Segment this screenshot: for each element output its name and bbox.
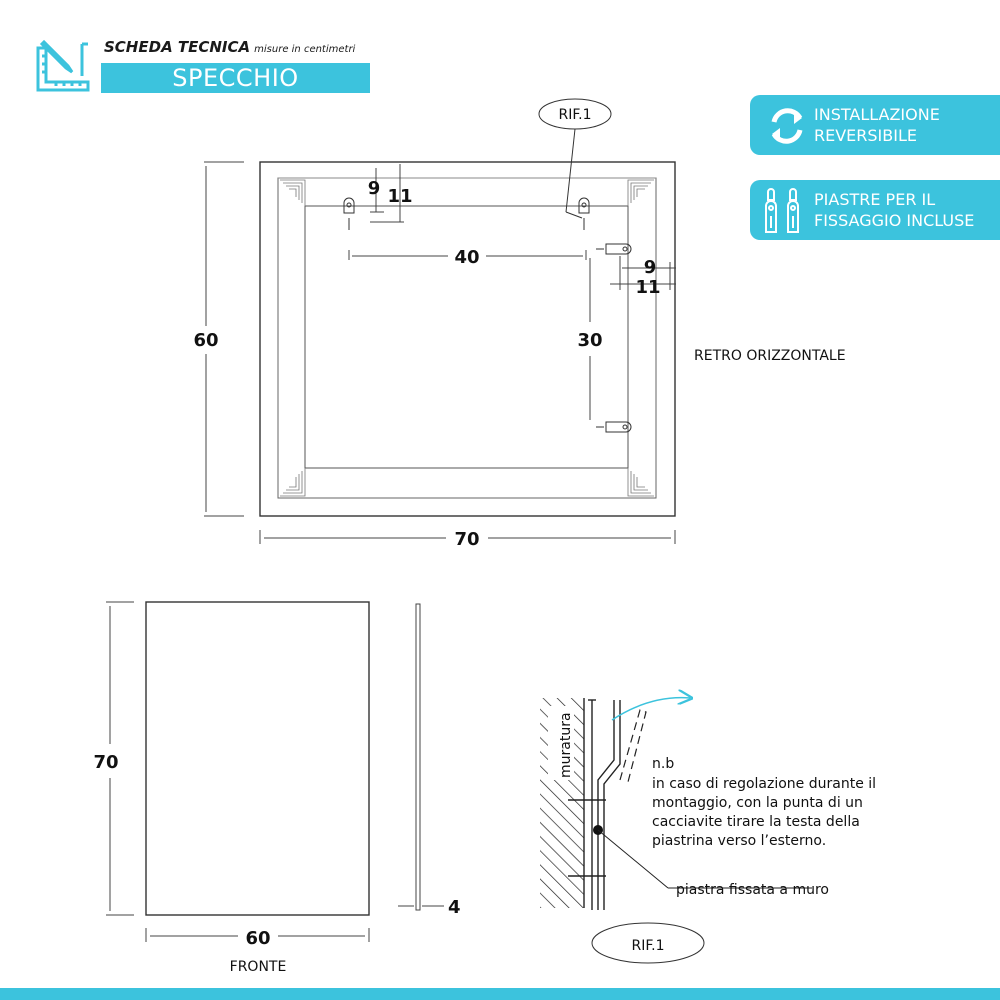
back-view-label: RETRO ORIZZONTALE [694,348,846,364]
wall-label: muratura [558,712,574,778]
front-depth-dim: 4 [448,897,461,918]
top-offset-b-dim: 11 [387,186,412,207]
product-name: SPECCHIO [172,64,299,92]
fixing-plates-icon [765,188,799,233]
note-line-3: cacciavite tirare la testa della [652,814,860,830]
badge-plates-line1: PIASTRE PER IL [814,190,936,209]
note-line-2: montaggio, con la punta di un [652,795,863,811]
badge-reversible-line2: REVERSIBILE [814,126,917,145]
badge-plates-line2: FISSAGGIO INCLUSE [814,211,975,230]
back-height-dim: 60 [193,330,218,351]
front-view [106,601,444,942]
mounting-detail [540,698,812,964]
note-line-4: piastrina verso l’esterno. [652,833,826,849]
front-width-dim: 60 [245,928,270,949]
back-view [204,98,676,544]
title-text: SCHEDA TECNICA [104,38,251,56]
note-title: n.b [652,756,674,772]
back-ref-label: RIF.1 [558,107,591,123]
side-offset-a-dim: 9 [644,257,657,278]
front-view-label: FRONTE [230,959,287,975]
product-band: SPECCHIO [101,63,370,93]
fixing-plate-side [596,243,632,433]
reverse-arrows-icon [771,108,803,144]
note-line-1: in caso di regolazione durante il [652,776,876,792]
plate-label: piastra fissata a muro [676,882,829,898]
ruler-pencil-icon [36,39,90,92]
detail-ref-label: RIF.1 [631,938,664,954]
fixing-plate [343,197,590,230]
badge-plates: PIASTRE PER IL FISSAGGIO INCLUSE [750,180,1000,240]
side-offset-b-dim: 11 [635,277,660,298]
plate-spacing-v-dim: 30 [577,330,602,351]
top-offset-a-dim: 9 [368,178,381,199]
badge-reversible: INSTALLAZIONE REVERSIBILE [750,95,1000,155]
plate-spacing-h-dim: 40 [454,247,479,268]
bottom-accent-strip [0,988,1000,1000]
header-subtitle: misure in centimetri [254,44,356,55]
back-width-dim: 70 [454,529,479,550]
badge-reversible-line1: INSTALLAZIONE [814,105,940,124]
front-height-dim: 70 [93,752,118,773]
